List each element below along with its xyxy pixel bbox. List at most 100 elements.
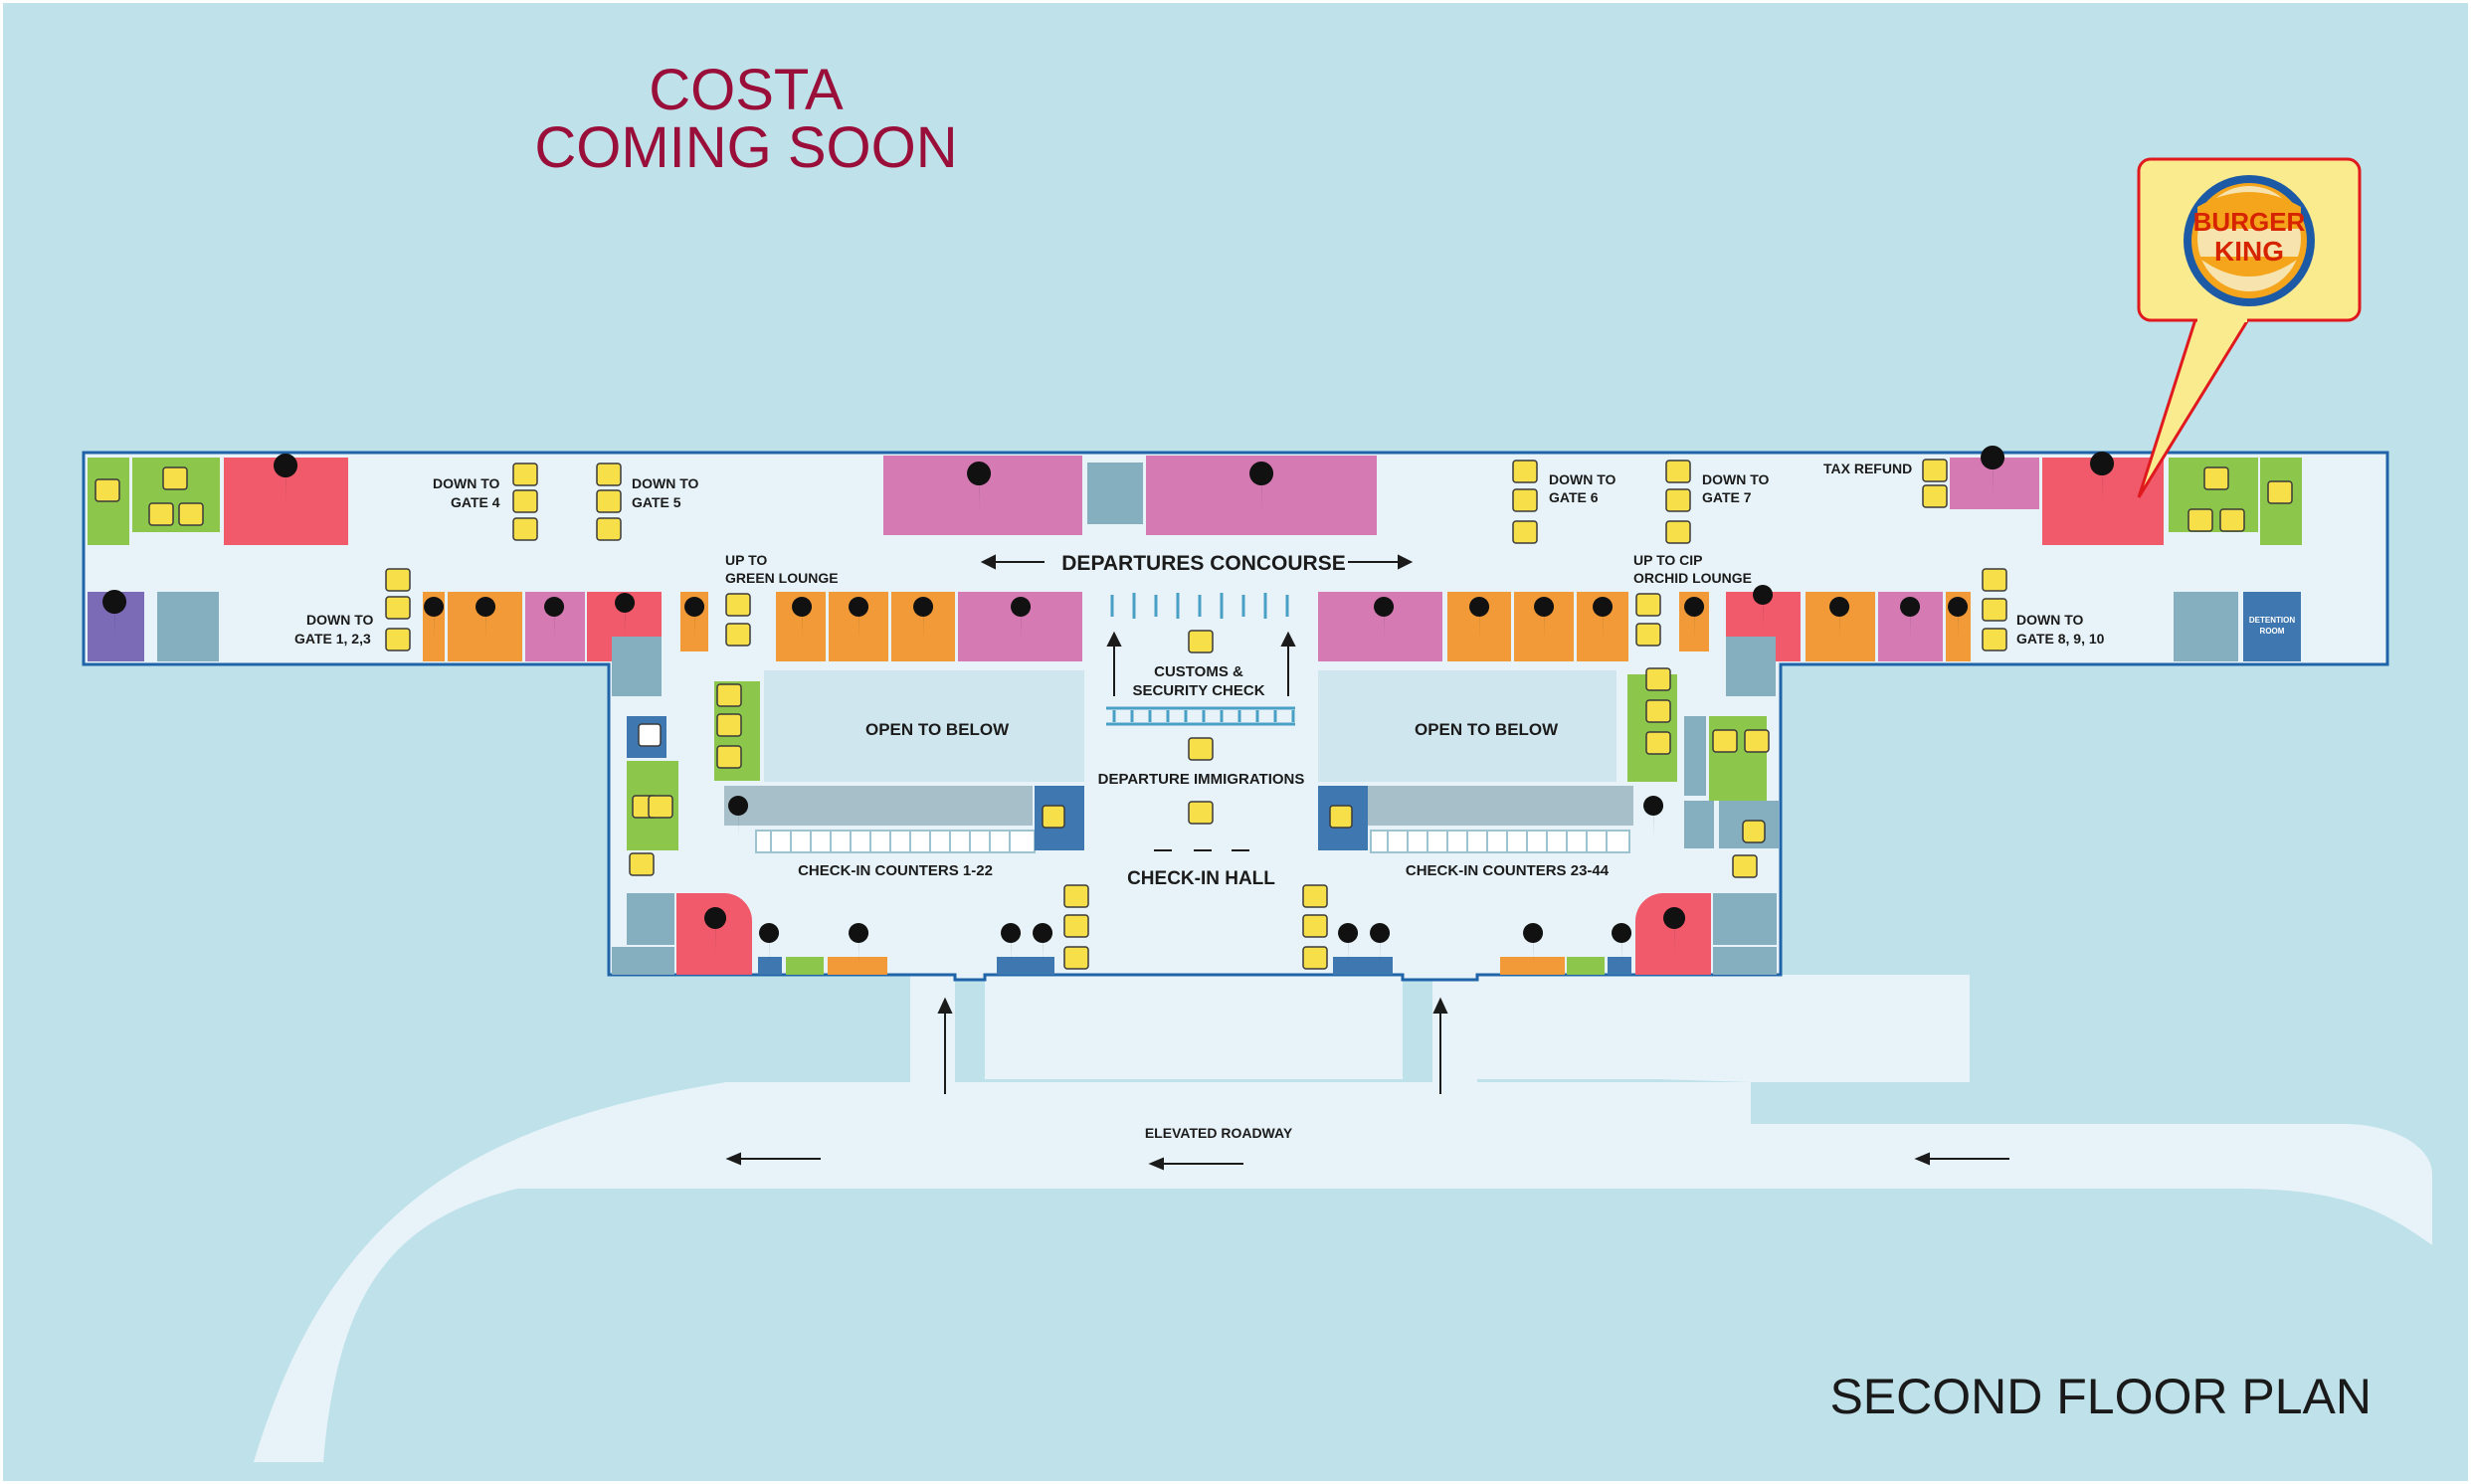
gate5-label-2: GATE 5 bbox=[632, 494, 681, 510]
stairs-icon bbox=[385, 628, 411, 651]
shop-se bbox=[1500, 957, 1565, 975]
gate8-label-1: DOWN TO bbox=[2016, 612, 2084, 628]
shop-pin-icon bbox=[1249, 462, 1274, 511]
restaurant-pin-icon bbox=[2090, 452, 2115, 501]
passport-icon bbox=[1188, 801, 1214, 825]
shop-pin-icon bbox=[849, 597, 869, 639]
security-icon bbox=[1188, 630, 1214, 653]
exchange-icon bbox=[1922, 484, 1948, 508]
elevator-icon bbox=[1982, 568, 2007, 592]
escalator-icon bbox=[1063, 914, 1089, 938]
check-in-left-label: CHECK-IN COUNTERS 1-22 bbox=[798, 862, 993, 879]
elevated-roadway-label: ELEVATED ROADWAY bbox=[1144, 1125, 1293, 1141]
escalator-icon bbox=[512, 489, 538, 513]
info-pin-icon bbox=[1612, 923, 1632, 965]
gate6-label-1: DOWN TO bbox=[1549, 471, 1616, 487]
shop-pin-icon bbox=[1684, 597, 1705, 639]
immigration-icon bbox=[1188, 737, 1214, 761]
info-pin-icon bbox=[1033, 923, 1053, 965]
info-pin-icon bbox=[1338, 923, 1359, 965]
stairs-icon bbox=[725, 623, 751, 647]
stairs-icon bbox=[629, 852, 655, 876]
elevator-icon bbox=[385, 568, 411, 592]
wheelchair-icon bbox=[1744, 729, 1770, 753]
info-sc-right bbox=[1333, 957, 1393, 975]
check-in-hall-label: CHECK-IN HALL bbox=[1127, 868, 1275, 889]
elevator-icon bbox=[1512, 460, 1538, 483]
service-room-west bbox=[157, 592, 219, 661]
service-room-east bbox=[2174, 592, 2238, 661]
stairs-icon bbox=[596, 517, 622, 541]
shop-pin-icon bbox=[1948, 597, 1969, 639]
floor-plan-title: SECOND FLOOR PLAN bbox=[1829, 1369, 2372, 1424]
shop-pin-icon bbox=[1829, 597, 1850, 639]
shop-pin-icon bbox=[1469, 597, 1490, 639]
service-room-center bbox=[1087, 463, 1143, 524]
shop-pin-icon bbox=[1011, 597, 1032, 639]
bk-word-bottom: KING bbox=[2214, 236, 2284, 267]
shop-sw bbox=[828, 957, 887, 975]
detention-label-2: ROOM bbox=[2259, 627, 2285, 636]
promo-line-2: COMING SOON bbox=[534, 115, 958, 180]
first-aid-icon bbox=[1742, 820, 1766, 843]
info-pin-icon bbox=[1001, 923, 1022, 965]
tax-refund-label: TAX REFUND bbox=[1823, 461, 1913, 476]
baby-care-icon bbox=[716, 683, 742, 707]
stairs-icon bbox=[1732, 854, 1758, 878]
shop-pin-icon bbox=[849, 923, 869, 965]
locker-icon bbox=[638, 723, 662, 747]
toilet-icon bbox=[1645, 731, 1671, 755]
wheelchair-icon bbox=[1645, 699, 1671, 723]
toilet-icon bbox=[648, 795, 673, 819]
stairs-icon bbox=[1665, 520, 1691, 544]
open-to-below-left-label: OPEN TO BELOW bbox=[865, 720, 1010, 739]
elevator-icon bbox=[596, 463, 622, 486]
info-pin-icon bbox=[1370, 923, 1391, 965]
shop-pin-icon bbox=[1534, 597, 1555, 639]
info-sw bbox=[758, 957, 782, 975]
green-lounge-label-1: UP TO bbox=[725, 552, 768, 568]
customs-label-1: CUSTOMS & bbox=[1154, 663, 1243, 680]
tax-refund-icon bbox=[1922, 459, 1948, 482]
shop-pin-icon bbox=[1374, 597, 1395, 639]
shop-pin-icon bbox=[424, 597, 445, 639]
cip-lounge-label-2: ORCHID LOUNGE bbox=[1633, 570, 1752, 586]
smoking-icon bbox=[95, 478, 120, 502]
check-in-right-label: CHECK-IN COUNTERS 23-44 bbox=[1405, 862, 1610, 879]
escalator-icon bbox=[596, 489, 622, 513]
counter-desks-right bbox=[1370, 830, 1630, 853]
restaurant-pin-icon bbox=[1663, 907, 1686, 953]
escalator-icon bbox=[1665, 488, 1691, 512]
callout-join bbox=[2197, 312, 2247, 322]
open-to-below-left bbox=[764, 670, 1084, 782]
gate7-label-1: DOWN TO bbox=[1702, 471, 1770, 487]
check-in-counters-left bbox=[724, 786, 1033, 826]
shop-pin-icon bbox=[475, 597, 496, 639]
restaurant-south-east bbox=[1635, 893, 1711, 975]
stairs-icon bbox=[1982, 628, 2007, 651]
gate5-label-1: DOWN TO bbox=[632, 475, 699, 491]
toilets-southeast bbox=[1709, 716, 1767, 801]
escalator-icon bbox=[1512, 488, 1538, 512]
info-se bbox=[1608, 957, 1631, 975]
roadway-platform-right bbox=[1477, 975, 1970, 1082]
service-strip-east bbox=[1684, 716, 1706, 796]
service-room-s4 bbox=[1713, 947, 1777, 975]
service-room-se1 bbox=[1684, 801, 1714, 848]
elevator-icon bbox=[1063, 884, 1089, 908]
elevator-icon bbox=[1665, 460, 1691, 483]
shop-pin-icon bbox=[1593, 597, 1614, 639]
restaurant-pin-icon bbox=[274, 454, 298, 503]
stairs-icon bbox=[1063, 946, 1089, 970]
escalator-icon bbox=[1302, 914, 1328, 938]
baby-care-pin-icon bbox=[102, 590, 127, 640]
toilet-icon bbox=[162, 466, 188, 490]
restaurant-pin-icon bbox=[615, 593, 636, 635]
cip-lounge-label-1: UP TO CIP bbox=[1633, 552, 1703, 568]
shop-pin-icon bbox=[913, 597, 934, 639]
service-room-s3 bbox=[1713, 893, 1777, 945]
bk-word-top: BURGER bbox=[2193, 207, 2306, 237]
info-pin-icon bbox=[759, 923, 780, 965]
